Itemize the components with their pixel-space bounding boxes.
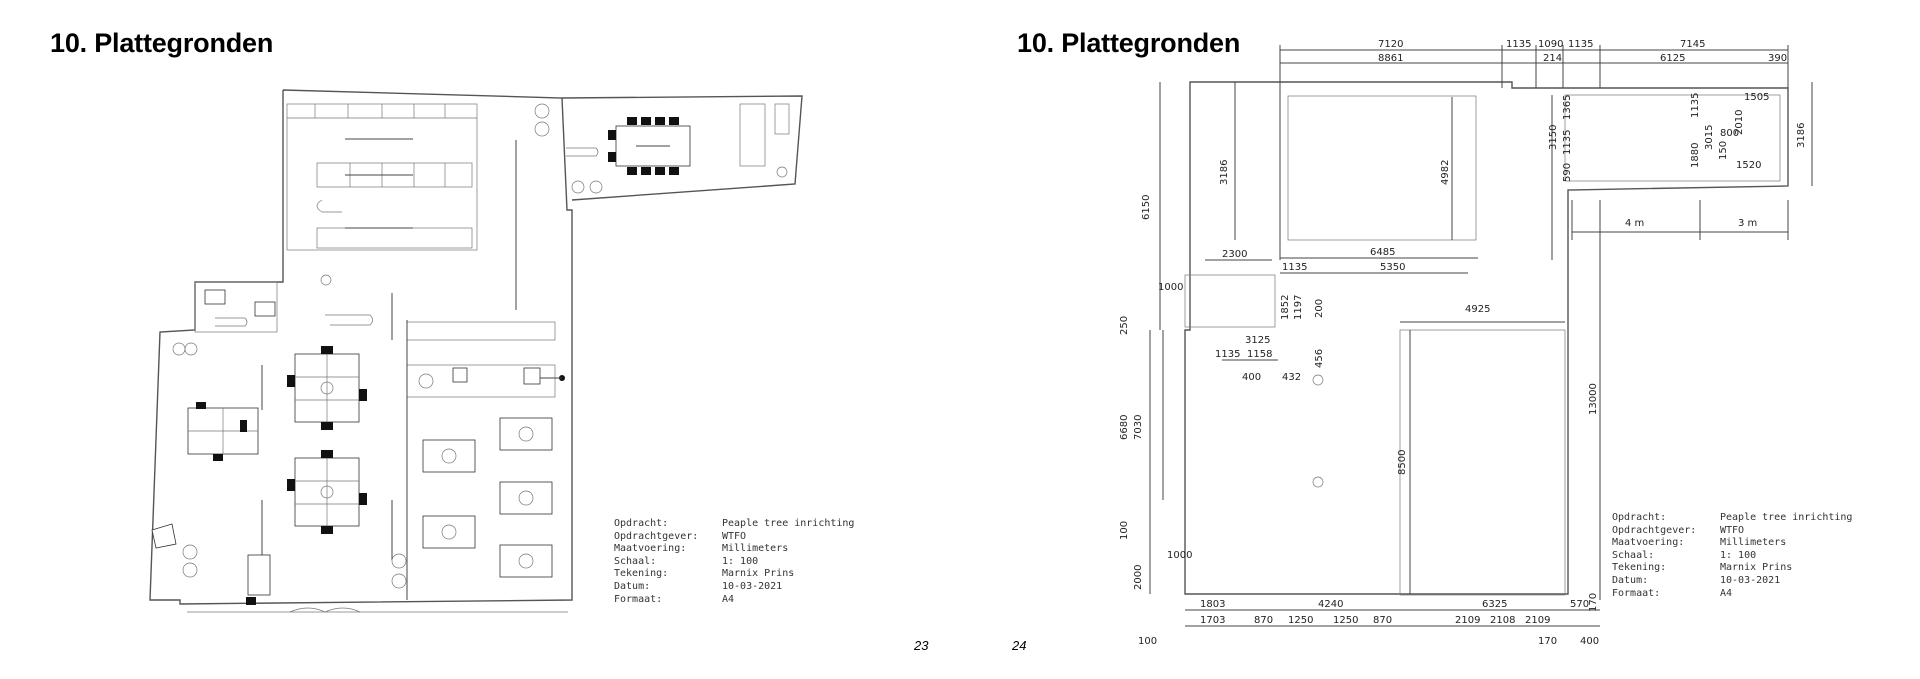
svg-text:7145: 7145 — [1680, 39, 1705, 50]
desk-cluster — [187, 402, 259, 461]
svg-text:1135: 1135 — [1282, 262, 1307, 273]
svg-text:1135: 1135 — [1562, 130, 1573, 155]
svg-text:1250: 1250 — [1333, 615, 1358, 626]
svg-text:2300: 2300 — [1222, 249, 1247, 260]
svg-text:1135: 1135 — [1690, 93, 1701, 118]
svg-text:6680: 6680 — [1119, 415, 1130, 440]
svg-text:1135: 1135 — [1568, 39, 1593, 50]
svg-text:1135: 1135 — [1506, 39, 1531, 50]
svg-text:5350: 5350 — [1380, 262, 1405, 273]
right-page: 10. Plattegronden 7120 1135 1090 1135 71… — [960, 0, 1920, 679]
dimensioned-floor-plan: 7120 1135 1090 1135 7145 8861 214 6125 3… — [1119, 39, 1813, 647]
svg-text:6485: 6485 — [1370, 247, 1395, 258]
svg-text:1880: 1880 — [1690, 143, 1701, 168]
building-outline — [149, 89, 573, 605]
furnished-floor-plan — [149, 89, 803, 613]
svg-text:7120: 7120 — [1378, 39, 1403, 50]
svg-text:2109: 2109 — [1455, 615, 1480, 626]
svg-text:170: 170 — [1588, 593, 1599, 612]
svg-text:1197: 1197 — [1293, 295, 1304, 320]
canteen-tables — [422, 417, 553, 578]
svg-text:4 m: 4 m — [1625, 218, 1644, 229]
svg-text:1250: 1250 — [1288, 615, 1313, 626]
building-outline — [1184, 81, 1789, 595]
page-number: 24 — [1012, 638, 1027, 653]
svg-text:1520: 1520 — [1736, 160, 1761, 171]
svg-text:6150: 6150 — [1141, 195, 1152, 220]
svg-text:3 m: 3 m — [1738, 218, 1757, 229]
svg-text:214: 214 — [1543, 53, 1562, 64]
svg-text:7030: 7030 — [1133, 415, 1144, 440]
svg-text:432: 432 — [1282, 372, 1301, 383]
kitchen-counter — [406, 321, 556, 341]
svg-text:150: 150 — [1718, 141, 1729, 160]
svg-text:3015: 3015 — [1704, 125, 1715, 150]
svg-text:456: 456 — [1314, 349, 1325, 368]
svg-text:170: 170 — [1538, 636, 1557, 647]
svg-text:800: 800 — [1720, 128, 1739, 139]
svg-text:590: 590 — [1562, 163, 1573, 182]
svg-text:1365: 1365 — [1562, 95, 1573, 120]
svg-text:4982: 4982 — [1440, 160, 1451, 185]
desk-cluster — [287, 346, 367, 430]
svg-text:570: 570 — [1570, 599, 1589, 610]
svg-text:400: 400 — [1242, 372, 1261, 383]
svg-text:1852: 1852 — [1280, 295, 1291, 320]
svg-text:6125: 6125 — [1660, 53, 1685, 64]
left-page: 10. Plattegronden — [50, 28, 929, 653]
title-block: Opdracht:Peaple tree inrichting Opdracht… — [1612, 512, 1853, 599]
svg-text:390: 390 — [1768, 53, 1787, 64]
desk-cluster — [287, 450, 367, 534]
page-number: 23 — [914, 638, 929, 653]
page-heading: 10. Plattegronden — [1017, 28, 1241, 58]
svg-text:13000: 13000 — [1588, 383, 1599, 415]
page-heading: 10. Plattegronden — [50, 28, 274, 58]
svg-text:400: 400 — [1580, 636, 1599, 647]
svg-text:2109: 2109 — [1525, 615, 1550, 626]
svg-text:2010: 2010 — [1734, 110, 1745, 135]
svg-text:1703: 1703 — [1200, 615, 1225, 626]
svg-text:1000: 1000 — [1167, 550, 1192, 561]
svg-text:200: 200 — [1314, 299, 1325, 318]
svg-text:1135: 1135 — [1215, 349, 1240, 360]
svg-text:1000: 1000 — [1158, 282, 1183, 293]
svg-text:4240: 4240 — [1318, 599, 1343, 610]
svg-text:2108: 2108 — [1490, 615, 1515, 626]
meeting-room-wall — [561, 95, 803, 201]
svg-text:3186: 3186 — [1219, 160, 1230, 185]
svg-text:250: 250 — [1119, 316, 1130, 335]
svg-text:870: 870 — [1373, 615, 1392, 626]
svg-text:100: 100 — [1119, 521, 1130, 540]
svg-text:8861: 8861 — [1378, 53, 1403, 64]
room-top-left — [1287, 95, 1477, 241]
svg-text:8500: 8500 — [1397, 450, 1408, 475]
svg-text:3186: 3186 — [1796, 123, 1807, 148]
svg-text:1158: 1158 — [1247, 349, 1272, 360]
svg-text:3150: 3150 — [1548, 125, 1559, 150]
svg-text:870: 870 — [1254, 615, 1273, 626]
title-block: Opdracht:Peaple tree inrichting Opdracht… — [614, 518, 855, 605]
svg-text:100: 100 — [1138, 636, 1157, 647]
svg-text:4925: 4925 — [1465, 304, 1490, 315]
svg-text:6325: 6325 — [1482, 599, 1507, 610]
svg-text:2000: 2000 — [1133, 565, 1144, 590]
svg-text:1505: 1505 — [1744, 92, 1769, 103]
svg-text:3125: 3125 — [1245, 335, 1270, 346]
svg-text:1803: 1803 — [1200, 599, 1225, 610]
svg-text:1090: 1090 — [1538, 39, 1563, 50]
